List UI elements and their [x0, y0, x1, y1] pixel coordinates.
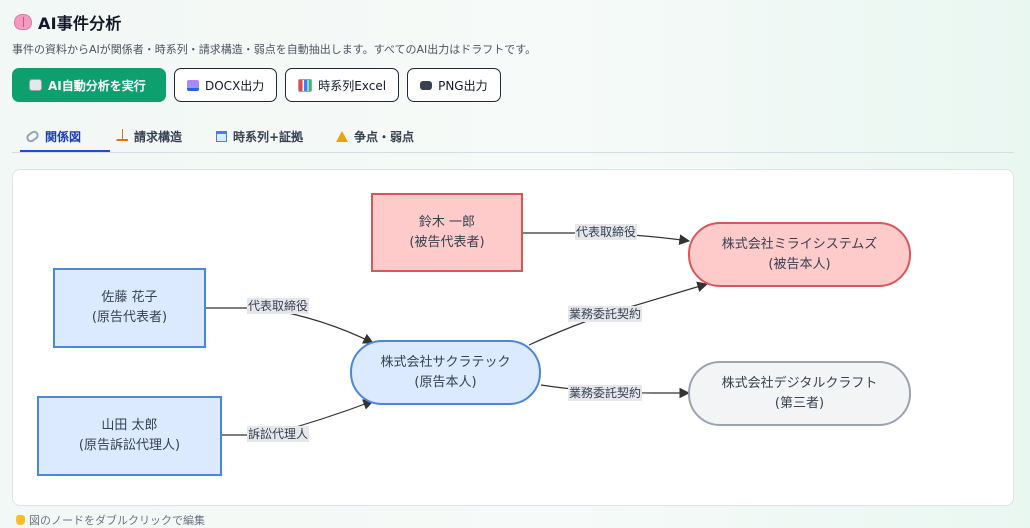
auto-analyze-label: AI自動分析を実行	[48, 78, 146, 93]
node-sato-hanako[interactable]: 佐藤 花子 (原告代表者)	[53, 268, 206, 348]
docx-export-button[interactable]: DOCX出力	[174, 68, 278, 102]
tab-relationship-map[interactable]: 関係図	[20, 122, 110, 152]
node-role: (被告本人)	[768, 256, 831, 272]
node-role: (第三者)	[774, 395, 825, 411]
node-name: 株式会社サクラテック	[380, 354, 511, 370]
edit-hint: 図のノードをダブルクリックで編集	[16, 512, 205, 528]
timeline-excel-button[interactable]: 時系列Excel	[285, 68, 400, 102]
node-role: (原告代表者)	[91, 310, 168, 325]
edge-label-service-contract: 業務委託契約	[568, 306, 643, 322]
node-suzuki-ichiro[interactable]: 鈴木 一郎 (被告代表者)	[371, 193, 523, 272]
auto-analyze-button[interactable]: AI自動分析を実行	[12, 68, 166, 102]
docx-export-label: DOCX出力	[205, 78, 265, 93]
node-digital-craft[interactable]: 株式会社デジタルクラフト (第三者)	[688, 361, 911, 426]
timeline-excel-label: 時系列Excel	[318, 78, 387, 93]
node-name: 株式会社ミライシステムズ	[721, 236, 878, 252]
toolbar: AI自動分析を実行 DOCX出力 時系列Excel PNG出力	[12, 68, 501, 102]
png-export-button[interactable]: PNG出力	[407, 68, 501, 102]
tab-timeline-evidence[interactable]: 時系列+証拠	[210, 122, 309, 151]
node-mirai-systems[interactable]: 株式会社ミライシステムズ (被告本人)	[688, 222, 911, 287]
edge-label-litigation-agent: 訴訟代理人	[247, 426, 310, 442]
brain-icon	[14, 14, 32, 30]
scale-icon	[116, 129, 128, 141]
node-name: 山田 太郎	[101, 418, 158, 433]
robot-icon	[29, 79, 42, 91]
warning-icon	[336, 131, 348, 142]
edge-label-representative: 代表取締役	[247, 298, 310, 314]
node-role: (原告本人)	[414, 374, 477, 390]
node-role: (被告代表者)	[409, 234, 485, 250]
node-yamada-taro[interactable]: 山田 太郎 (原告訴訟代理人)	[37, 396, 222, 476]
tab-label: 争点・弱点	[354, 130, 415, 144]
node-role: (原告訴訟代理人)	[78, 438, 181, 453]
node-name: 株式会社デジタルクラフト	[721, 375, 878, 391]
calendar-icon	[216, 131, 227, 142]
tab-label: 請求構造	[134, 130, 183, 144]
tab-issues-weaknesses[interactable]: 争点・弱点	[330, 122, 420, 151]
edit-hint-text: 図のノードをダブルクリックで編集	[29, 514, 205, 527]
page-header: AI事件分析	[14, 10, 122, 34]
pointing-hand-icon	[16, 515, 25, 525]
relationship-diagram: 代表取締役 代表取締役 業務委託契約 業務委託契約 訴訟代理人 鈴木 一郎 (被…	[12, 169, 1014, 506]
node-sakura-tech[interactable]: 株式会社サクラテック (原告本人)	[350, 340, 541, 405]
node-name: 鈴木 一郎	[418, 214, 476, 230]
inbox-icon	[187, 79, 199, 91]
tab-label: 関係図	[45, 129, 82, 144]
bar-chart-icon	[298, 78, 313, 92]
page-subtitle: 事件の資料からAIが関係者・時系列・請求構造・弱点を自動抽出します。すべてのAI…	[12, 43, 537, 56]
edge-label-representative: 代表取締役	[575, 224, 638, 240]
tab-bar: 関係図 請求構造 時系列+証拠 争点・弱点	[12, 122, 1014, 153]
link-icon	[24, 128, 41, 144]
edge-label-service-contract: 業務委託契約	[568, 385, 643, 401]
tab-label: 時系列+証拠	[233, 130, 304, 144]
png-export-label: PNG出力	[438, 78, 488, 93]
camera-icon	[420, 80, 433, 90]
page-title: AI事件分析	[38, 14, 122, 33]
tab-claim-structure[interactable]: 請求構造	[110, 122, 188, 151]
node-name: 佐藤 花子	[101, 290, 158, 305]
